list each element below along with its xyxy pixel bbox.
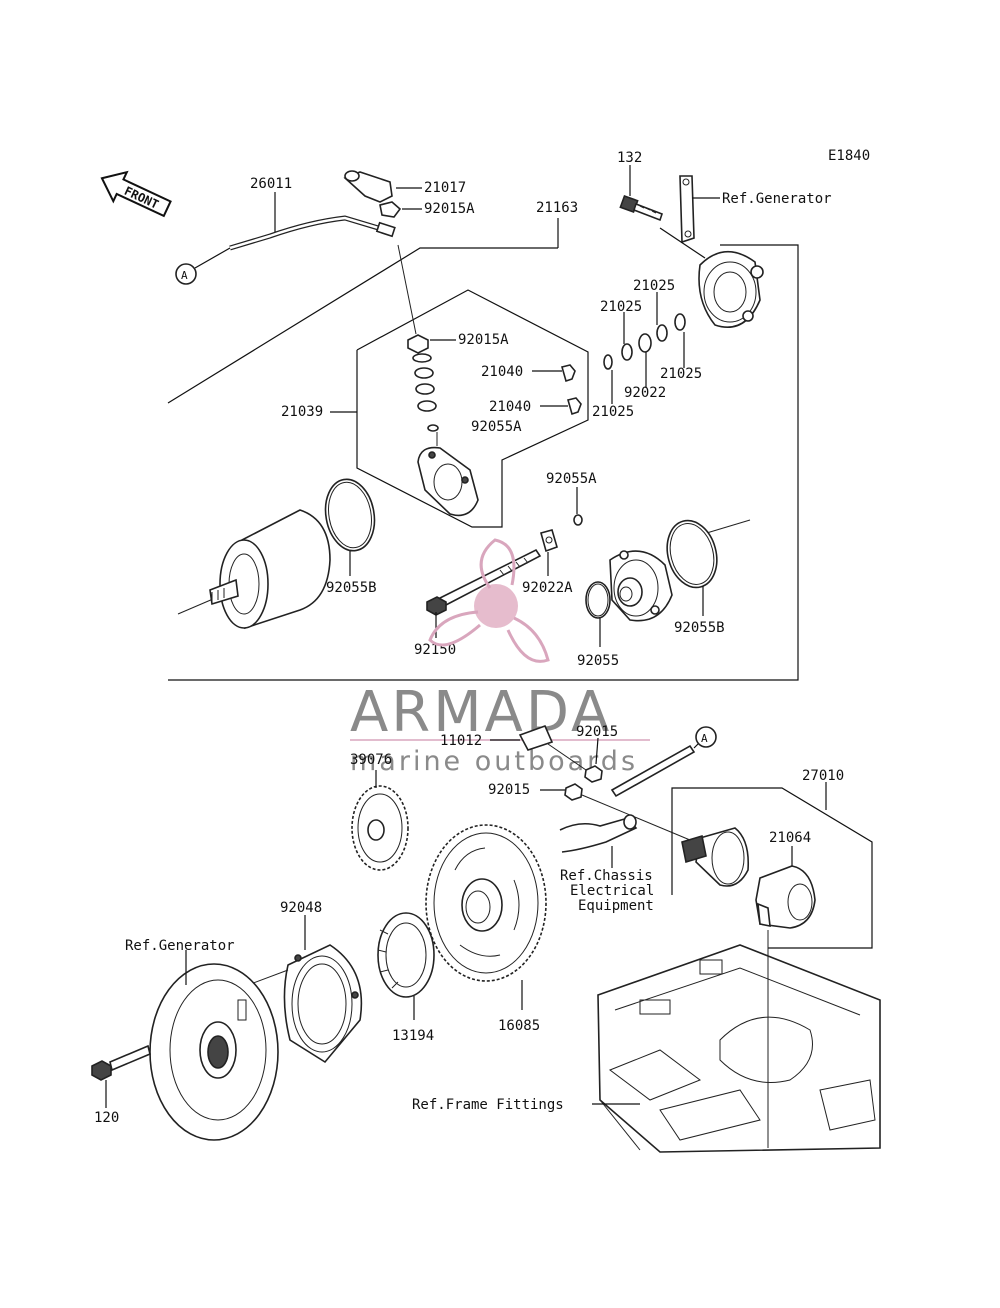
starter-assembly-outline — [167, 218, 799, 681]
label-92055: 92055 — [577, 653, 619, 669]
label-21040-b: 21040 — [489, 399, 531, 415]
label-ref-generator-top: Ref.Generator — [722, 191, 832, 207]
o-ring-92055a: 92055A — [546, 471, 597, 526]
generator-bracket: Ref.Generator — [659, 175, 832, 259]
flywheel-plate: 92048 — [247, 900, 363, 1064]
idle-gear: 39076 — [350, 752, 409, 871]
starter-cable: A 26011 — [175, 176, 396, 285]
label-11012: 11012 — [440, 733, 482, 749]
label-ref-chassis-3: Equipment — [578, 898, 654, 914]
starter-ring-gear: 16085 — [425, 824, 547, 1034]
bolt-132: 132 — [617, 150, 664, 222]
label-13194: 13194 — [392, 1028, 434, 1044]
diagram-code: E1840 — [828, 148, 870, 164]
starter-motor — [177, 509, 331, 630]
label-21040-a: 21040 — [481, 364, 523, 380]
label-ref-generator-bottom: Ref.Generator — [125, 938, 235, 954]
frame-fittings: Ref.Frame Fittings — [412, 930, 881, 1153]
armada-watermark: ARMADA marine outboards — [350, 538, 650, 777]
label-21039: 21039 — [281, 404, 323, 420]
bolt-120: 120 — [91, 1044, 151, 1126]
label-92055b-a: 92055B — [326, 580, 377, 596]
relay-cable-area: 11012 92015 A 92015 Ref.Chassis Electric… — [440, 724, 717, 914]
starter-rear-cover — [698, 250, 764, 328]
relay-27010: 27010 21064 — [671, 768, 873, 949]
label-120: 120 — [94, 1110, 119, 1126]
o-ring-92055b-left: 92055B — [324, 478, 377, 596]
label-92055a-a: 92055A — [471, 419, 522, 435]
washer-92022a: 92022A — [522, 529, 573, 596]
label-92022a: 92022A — [522, 580, 573, 596]
o-ring-92055b-right: 92055B — [666, 519, 725, 636]
washer-stack: 21025 21025 21025 92022 21025 — [592, 278, 702, 420]
brush-holder-assembly: 92015A 21039 92055A — [281, 244, 522, 517]
label-92015-a: 92015 — [576, 724, 618, 740]
label-21025-b: 21025 — [600, 299, 642, 315]
label-21163: 21163 — [536, 200, 578, 216]
label-92048: 92048 — [280, 900, 322, 916]
label-92055a-b: 92055A — [546, 471, 597, 487]
label-92022: 92022 — [624, 385, 666, 401]
label-21017: 21017 — [424, 180, 466, 196]
label-21025-c: 21025 — [660, 366, 702, 382]
connector-a-label-lower: A — [701, 732, 708, 745]
starter-front-cover — [609, 519, 751, 622]
label-ref-chassis-1: Ref.Chassis — [560, 868, 653, 884]
label-ref-chassis-2: Electrical — [570, 883, 654, 899]
terminal-cap: 21017 92015A — [343, 170, 475, 218]
label-92015a-top: 92015A — [424, 201, 475, 217]
generator-rotor: Ref.Generator — [125, 938, 279, 1141]
label-21025-d: 21025 — [592, 404, 634, 420]
one-way-clutch: 13194 — [377, 912, 435, 1044]
connector-a-circle — [175, 263, 197, 285]
connector-a-label: A — [181, 269, 188, 282]
front-arrow-icon: FRONT — [100, 170, 172, 218]
label-27010: 27010 — [802, 768, 844, 784]
label-26011: 26011 — [250, 176, 292, 192]
propeller-logo-icon — [428, 538, 550, 663]
connector-a-circle-lower — [695, 726, 717, 748]
label-132: 132 — [617, 150, 642, 166]
terminal-21040: 21040 21040 — [481, 364, 582, 416]
label-92055b-b: 92055B — [674, 620, 725, 636]
label-21025-a: 21025 — [633, 278, 675, 294]
label-92015a-mid: 92015A — [458, 332, 509, 348]
watermark-brand: ARMADA — [350, 680, 612, 745]
label-16085: 16085 — [498, 1018, 540, 1034]
label-39076: 39076 — [350, 752, 392, 768]
label-ref-frame-fittings: Ref.Frame Fittings — [412, 1097, 564, 1113]
label-21064: 21064 — [769, 830, 811, 846]
o-ring-92055: 92055 — [577, 581, 619, 669]
label-92015-b: 92015 — [488, 782, 530, 798]
